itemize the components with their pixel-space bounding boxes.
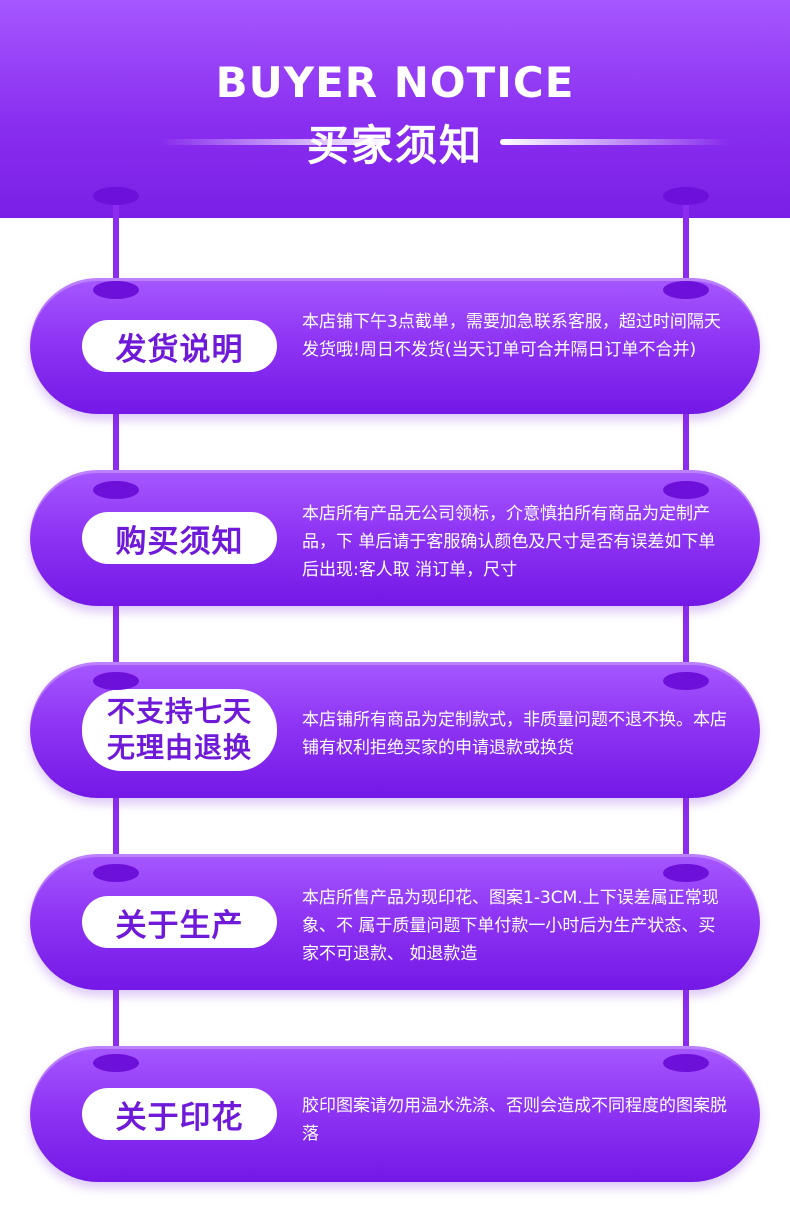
strap (683, 410, 689, 490)
notice-label: 购买须知 (82, 512, 277, 564)
notice-card-printing: 关于印花 胶印图案请勿用温水洗涤、否则会造成不同程度的图案脱 落 (30, 1046, 760, 1182)
strap (113, 985, 119, 1065)
strap (683, 795, 689, 875)
notice-label: 不支持七天 无理由退换 (82, 689, 277, 771)
notice-label: 关于生产 (82, 896, 277, 948)
strap (113, 603, 119, 683)
strap (113, 410, 119, 490)
notice-text: 本店铺所有商品为定制款式，非质量问题不退不换。本店 铺有权利拒绝买家的申请退款或… (302, 710, 727, 758)
strap-hole (663, 672, 709, 690)
notice-text: 本店所售产品为现印花、图案1-3CM.上下误差属正常现象、不 属于质量问题下单付… (302, 888, 719, 964)
header-banner: BUYER NOTICE 买家须知 (0, 0, 790, 218)
strap-hole (93, 1054, 139, 1072)
notice-text: 胶印图案请勿用温水洗涤、否则会造成不同程度的图案脱 落 (302, 1096, 727, 1144)
notice-label: 关于印花 (82, 1088, 277, 1140)
strap-hole (663, 481, 709, 499)
strap-hole (663, 1054, 709, 1072)
strap-hole (93, 481, 139, 499)
notice-card-shipping: 发货说明 本店铺下午3点截单，需要加急联系客服，超过时间隔天 发货哦!周日不发货… (30, 278, 760, 414)
strap-hole (663, 187, 709, 205)
strap-hole (93, 864, 139, 882)
title-divider-right (500, 139, 730, 145)
strap (683, 196, 689, 291)
notice-card-returns: 不支持七天 无理由退换 本店铺所有商品为定制款式，非质量问题不退不换。本店 铺有… (30, 662, 760, 798)
notice-label-line2: 无理由退换 (106, 731, 252, 764)
notice-label: 发货说明 (82, 320, 277, 372)
title-divider-left (160, 139, 390, 145)
strap (683, 985, 689, 1065)
notice-text: 本店所有产品无公司领标，介意慎拍所有商品为定制产品，下 单后请于客服确认颜色及尺… (302, 504, 716, 580)
strap-hole (93, 672, 139, 690)
strap (113, 795, 119, 875)
notice-card-purchase: 购买须知 本店所有产品无公司领标，介意慎拍所有商品为定制产品，下 单后请于客服确… (30, 470, 760, 606)
strap-hole (663, 281, 709, 299)
strap (113, 196, 119, 291)
notice-text: 本店铺下午3点截单，需要加急联系客服，超过时间隔天 发货哦!周日不发货(当天订单… (302, 312, 721, 360)
notice-card-production: 关于生产 本店所售产品为现印花、图案1-3CM.上下误差属正常现象、不 属于质量… (30, 854, 760, 990)
page-title-en: BUYER NOTICE (215, 58, 575, 107)
notice-label-line1: 不支持七天 (106, 695, 252, 728)
strap-hole (663, 864, 709, 882)
strap (683, 603, 689, 683)
strap-hole (93, 187, 139, 205)
page-title-zh: 买家须知 (306, 121, 483, 170)
strap-hole (93, 281, 139, 299)
